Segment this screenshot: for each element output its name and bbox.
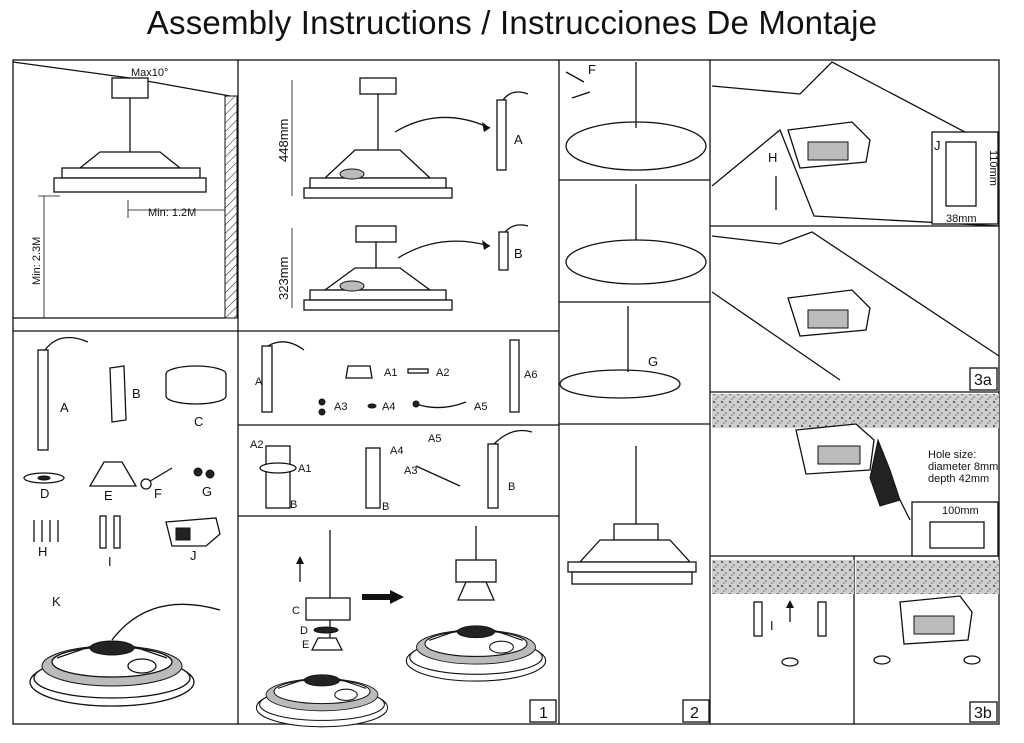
page-title: Assembly Instructions / Instrucciones De…	[146, 4, 878, 41]
step3a-h-label: H	[768, 150, 777, 165]
subpart-a3-label: A3	[334, 401, 347, 413]
part-a-label: A	[60, 400, 69, 415]
panel-parts: A B C D E F G H I J K	[23, 336, 227, 707]
part-j-label: J	[190, 548, 197, 563]
part-b-label: B	[132, 386, 141, 401]
part-e-label: E	[104, 488, 113, 503]
panel-drilling: Hole size: diameter 8mm depth 42mm 100mm	[712, 394, 999, 557]
rod-b-label: B	[514, 246, 523, 261]
step3b-i-label: I	[770, 618, 774, 633]
bracket-width-dimension: 38mm	[946, 213, 977, 225]
assembly-a3-label: A3	[404, 465, 417, 477]
panel-rods: 448mm A 323mm B	[276, 77, 529, 311]
subpart-a2-label: A2	[436, 367, 449, 379]
panel-step-3b: I 3b	[712, 560, 999, 723]
assembly-b-label-3: B	[508, 481, 515, 493]
panel-step-3a: H J 110mm 38mm 3a	[711, 61, 1000, 391]
rod-a-label: A	[514, 132, 523, 147]
panel-step-2: F G 2	[559, 62, 710, 723]
subpart-a4-label: A4	[382, 401, 395, 413]
step1-c-label: C	[292, 605, 300, 617]
hole-depth-label: depth 42mm	[928, 473, 989, 485]
panel-subparts: A A1 A2 A3 A4 A5 A6 A2 A1 B B A4 A5 A3 B	[250, 339, 537, 513]
subpart-a1-label: A1	[384, 367, 397, 379]
part-i-label: I	[108, 554, 112, 569]
bracket-span-dimension: 100mm	[942, 505, 979, 517]
subpart-a-label: A	[255, 376, 263, 388]
step2-g-label: G	[648, 354, 658, 369]
short-rod-dimension: 323mm	[276, 257, 291, 300]
layout-frame	[12, 59, 1000, 725]
part-k-label: K	[52, 594, 61, 609]
assembly-a2-label: A2	[250, 439, 263, 451]
hole-size-title: Hole size:	[928, 449, 976, 461]
step3a-j-label: J	[934, 138, 941, 153]
step2-f-label: F	[588, 62, 596, 77]
panel-clearance: Max10° Min: 1.2M Min: 2.3M	[12, 61, 238, 319]
hole-diameter-label: diameter 8mm	[928, 461, 998, 473]
step-number-3a: 3a	[974, 372, 992, 389]
subpart-a6-label: A6	[524, 369, 537, 381]
step-number-2: 2	[690, 705, 699, 722]
long-rod-dimension: 448mm	[276, 119, 291, 162]
max-angle-label: Max10°	[131, 67, 168, 79]
step1-e-label: E	[302, 639, 309, 651]
min-wall-distance-label: Min: 1.2M	[148, 207, 196, 219]
step-number-3b: 3b	[974, 705, 992, 722]
assembly-b-label-2: B	[382, 501, 389, 513]
part-d-label: D	[40, 486, 49, 501]
part-g-label: G	[202, 484, 212, 499]
subpart-a5-label: A5	[474, 401, 487, 413]
assembly-a4-label: A4	[390, 445, 403, 457]
part-f-label: F	[154, 486, 162, 501]
bracket-height-dimension: 110mm	[987, 150, 999, 186]
part-c-label: C	[194, 414, 203, 429]
assembly-b-label-1: B	[290, 499, 297, 511]
step-number-1: 1	[539, 705, 548, 722]
step1-d-label: D	[300, 625, 308, 637]
assembly-a1-label: A1	[298, 463, 311, 475]
min-floor-height-label: Min: 2.3M	[31, 237, 43, 285]
assembly-a5-label: A5	[428, 433, 441, 445]
panel-step-1: C D E 1	[255, 526, 557, 728]
part-h-label: H	[38, 544, 47, 559]
